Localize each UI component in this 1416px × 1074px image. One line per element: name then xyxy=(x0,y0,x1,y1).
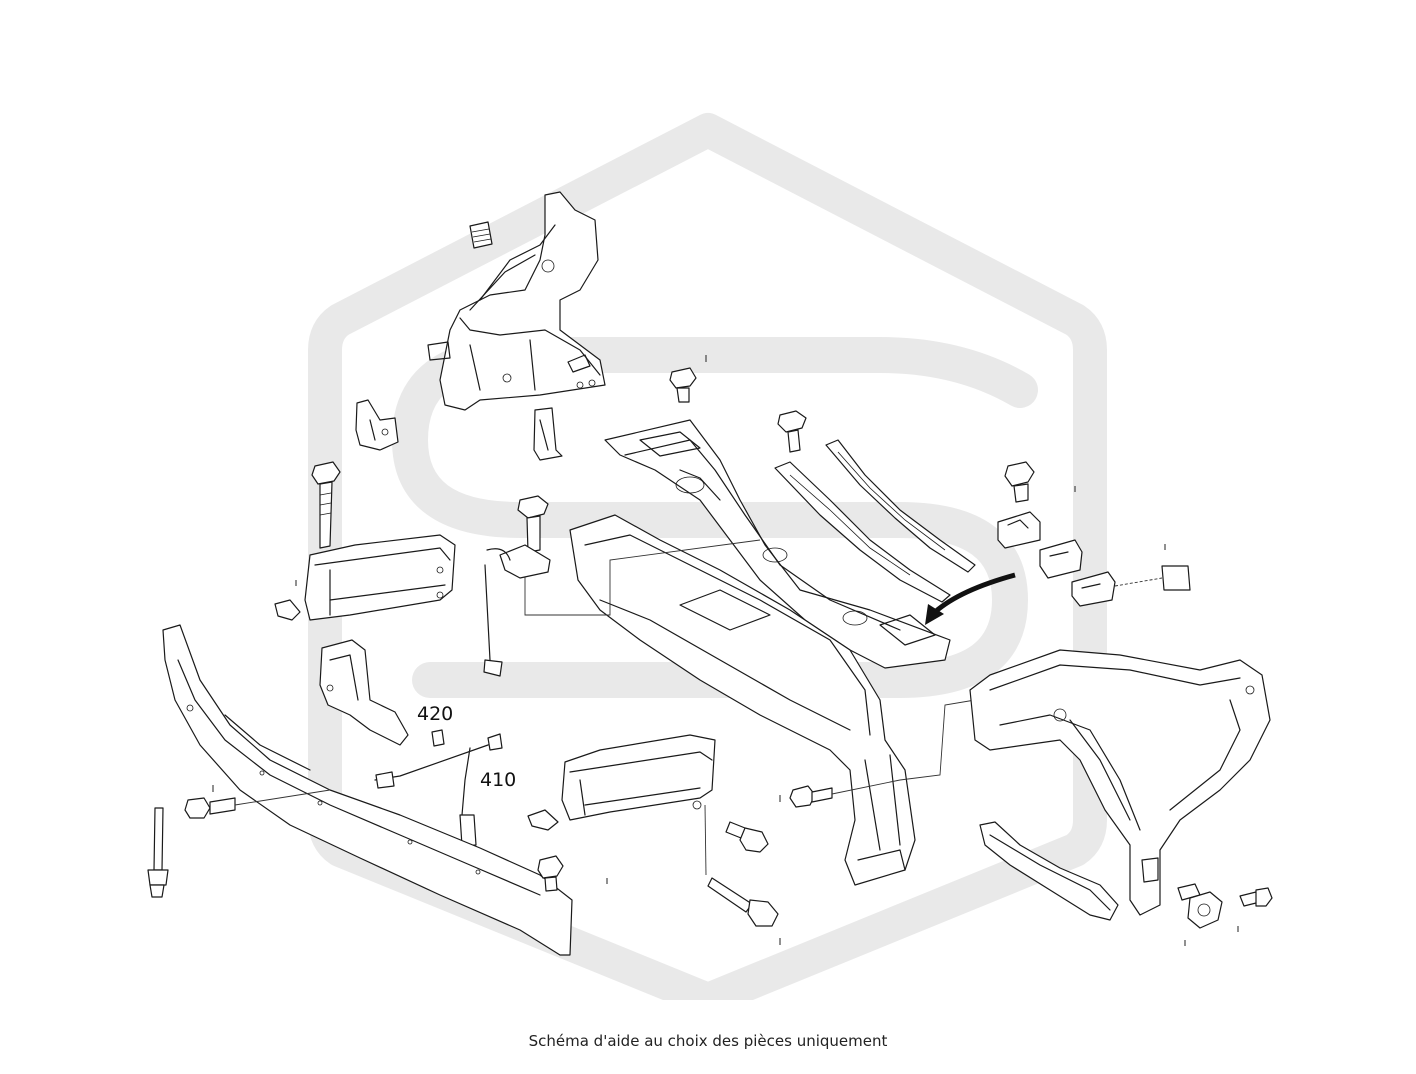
part-410-cable xyxy=(374,733,503,847)
seal-strip-2 xyxy=(825,439,976,573)
part-number-420: 420 xyxy=(417,703,453,725)
seal-strip-1 xyxy=(774,461,951,603)
bolt-right-1 xyxy=(1004,461,1035,503)
bolt-right-flange xyxy=(1177,883,1223,929)
upper-crossmember xyxy=(604,419,951,669)
bolt-screw-1 xyxy=(777,410,807,453)
nut-clip xyxy=(469,221,493,249)
latch-module-1 xyxy=(997,511,1041,549)
latch-module-2 xyxy=(1039,539,1083,579)
small-latch-bracket xyxy=(355,399,399,451)
diagram-caption: Schéma d'aide au choix des pièces unique… xyxy=(528,1032,888,1050)
center-lower-bracket xyxy=(561,734,716,821)
left-mount-bracket xyxy=(304,534,456,621)
front-bumper-beam xyxy=(162,624,573,956)
right-lower-strip xyxy=(979,821,1119,921)
exploded-parts-diagram: 420 410 xyxy=(147,113,1273,1000)
bolt-upper-center xyxy=(669,367,697,403)
left-latch-bracket xyxy=(319,639,409,746)
bolt-right-small xyxy=(1239,887,1273,907)
part-420 xyxy=(431,729,445,747)
center-small-bracket xyxy=(533,407,563,461)
clip-center xyxy=(527,809,559,831)
watermark-logo xyxy=(308,113,1107,1000)
release-cable-bracket xyxy=(483,544,551,677)
bolt-lower-center xyxy=(537,855,564,892)
clip-left xyxy=(274,599,301,621)
bolt-lower-left xyxy=(184,789,331,819)
upper-left-bracket xyxy=(427,191,606,411)
bolt-center-angled xyxy=(725,821,769,853)
bolt-long-angled xyxy=(704,804,779,927)
latch-module-3 xyxy=(1071,571,1116,607)
part-number-410: 410 xyxy=(480,769,516,791)
rivet-long xyxy=(147,807,169,898)
bolt-center-screw xyxy=(517,495,549,553)
bolt-center-right xyxy=(789,699,976,808)
main-center-beam xyxy=(524,514,916,886)
callout-ticks xyxy=(212,355,1239,946)
right-headlamp-bracket xyxy=(969,649,1271,916)
cover-cap xyxy=(1114,565,1191,591)
bolt-left-long xyxy=(311,461,341,549)
pointer-arrow xyxy=(925,572,1016,625)
